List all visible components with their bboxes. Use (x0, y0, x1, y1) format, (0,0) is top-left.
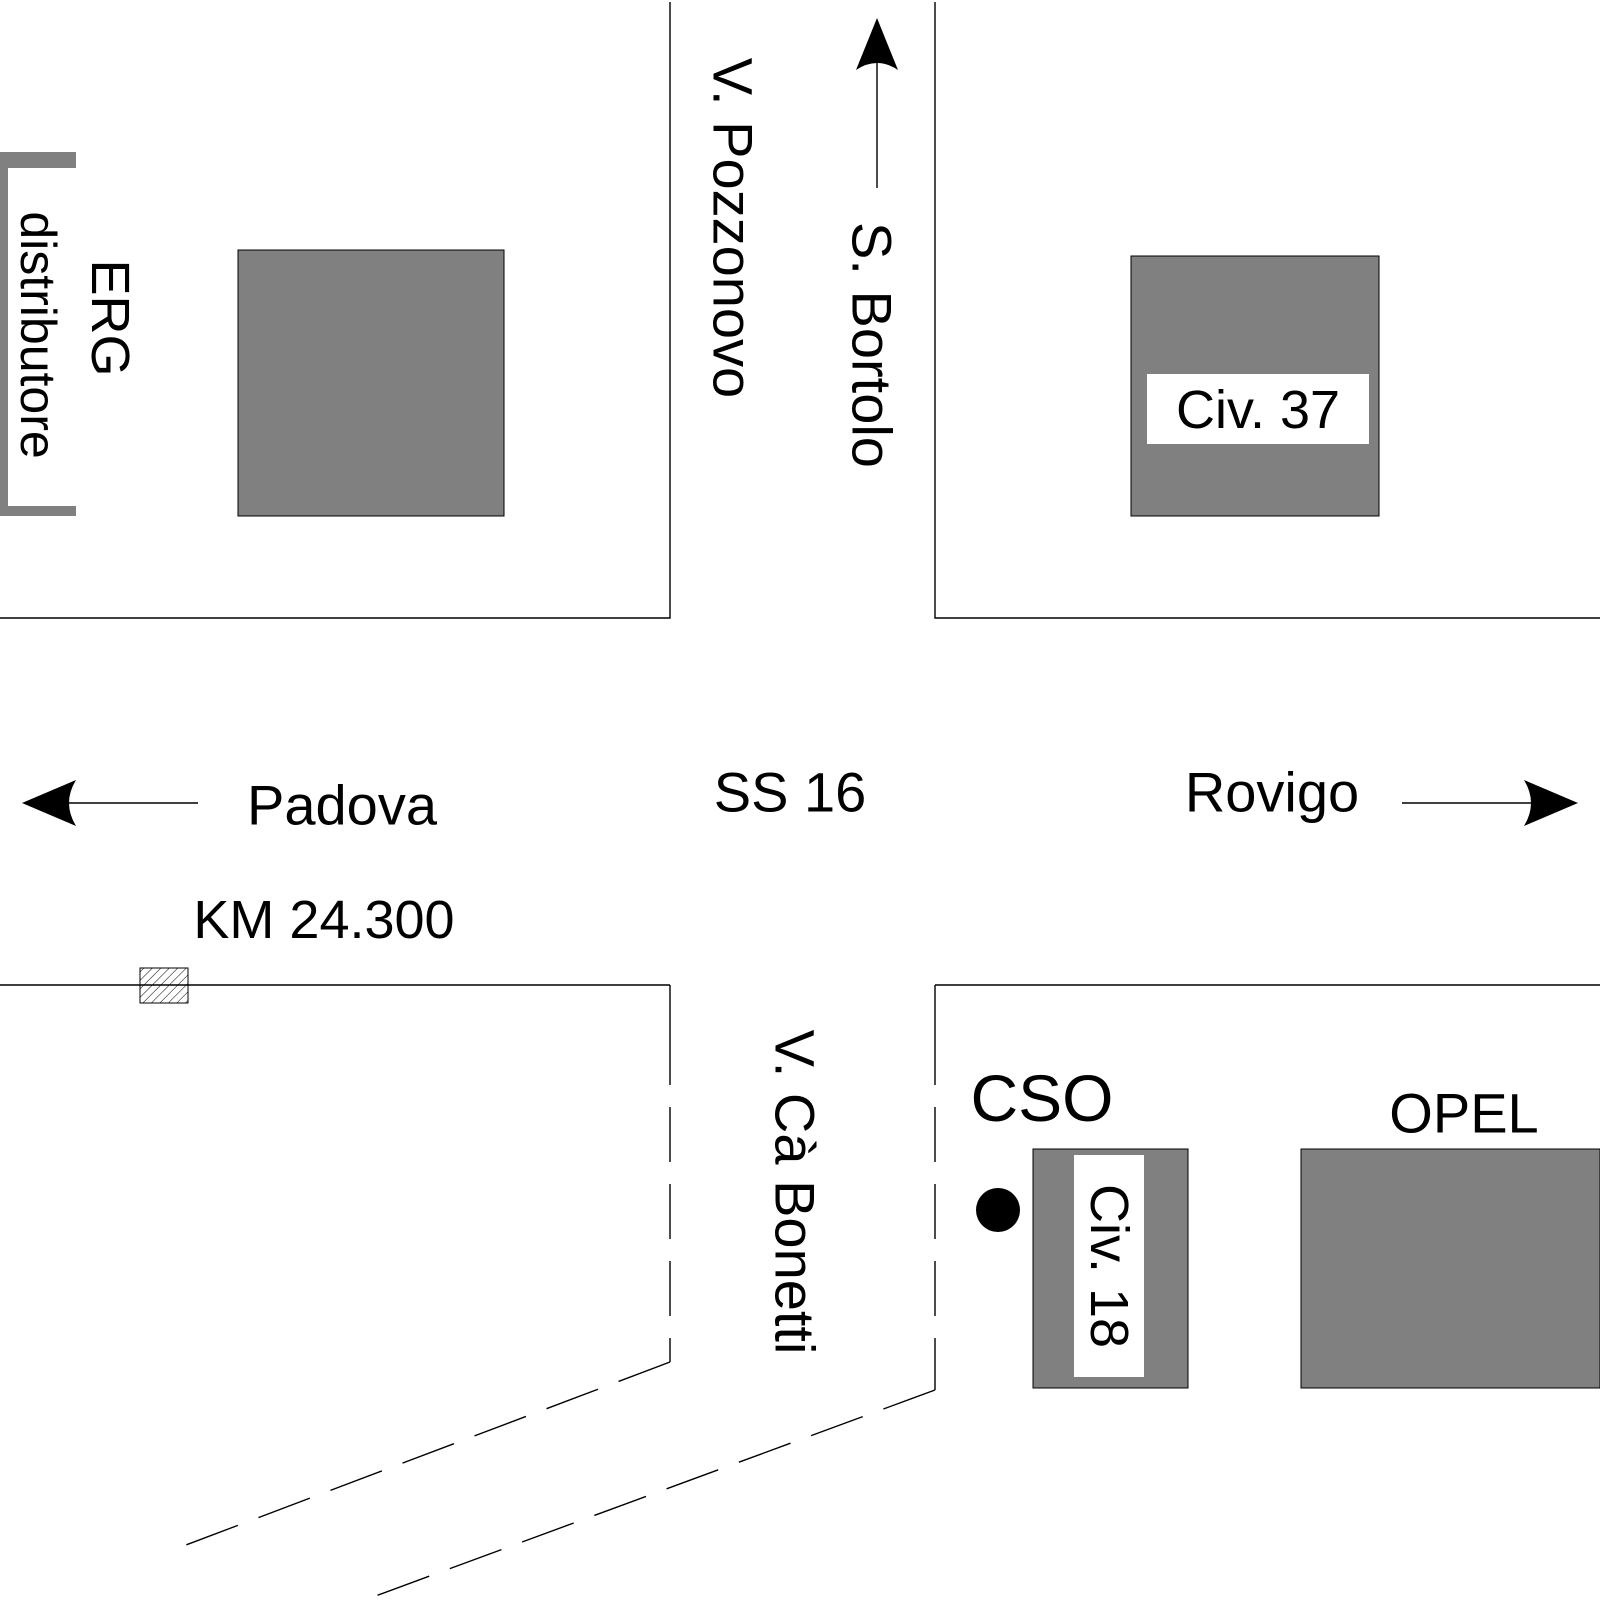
erg-sub-label: distributore (10, 211, 66, 458)
arrow-right-icon (1402, 780, 1578, 826)
erg-label-box (8, 168, 76, 506)
arrow-left-icon (22, 780, 198, 826)
direction-west-label: Padova (247, 774, 438, 837)
side-road-east-dashed (369, 1389, 936, 1599)
block-ne-edge (934, 2, 1600, 619)
erg-label: ERG (80, 259, 140, 376)
building-civ18: Civ. 18 (1032, 1148, 1189, 1389)
direction-east-label: Rovigo (1185, 761, 1359, 824)
km-marker-label: KM 24.300 (193, 890, 454, 950)
block-nw-edge (0, 2, 671, 619)
building-civ37: Civ. 37 (1130, 255, 1380, 517)
location-dot-icon (976, 1188, 1020, 1232)
opel-label: OPEL (1389, 1082, 1538, 1145)
erg-distributor: distributore ERG (0, 152, 140, 516)
civ18-label-box (1074, 1155, 1144, 1377)
arrow-up-icon (856, 18, 898, 188)
south-road-label: V. Cà Bonetti (764, 1030, 827, 1355)
building-opel (1300, 1148, 1600, 1389)
building-nw (237, 249, 505, 517)
hatched-marker-icon (139, 967, 189, 1004)
north-road-label: V. Pozzonovo (702, 58, 765, 398)
civ37-label-box (1147, 374, 1369, 444)
main-road-label: SS 16 (714, 761, 867, 824)
civ18-label: Civ. 18 (1079, 1184, 1139, 1348)
cso-label: CSO (970, 1061, 1113, 1135)
side-road-west-dashed (177, 1361, 671, 1549)
civ37-label: Civ. 37 (1176, 380, 1340, 440)
north-direction-label: S. Bortolo (841, 222, 904, 468)
